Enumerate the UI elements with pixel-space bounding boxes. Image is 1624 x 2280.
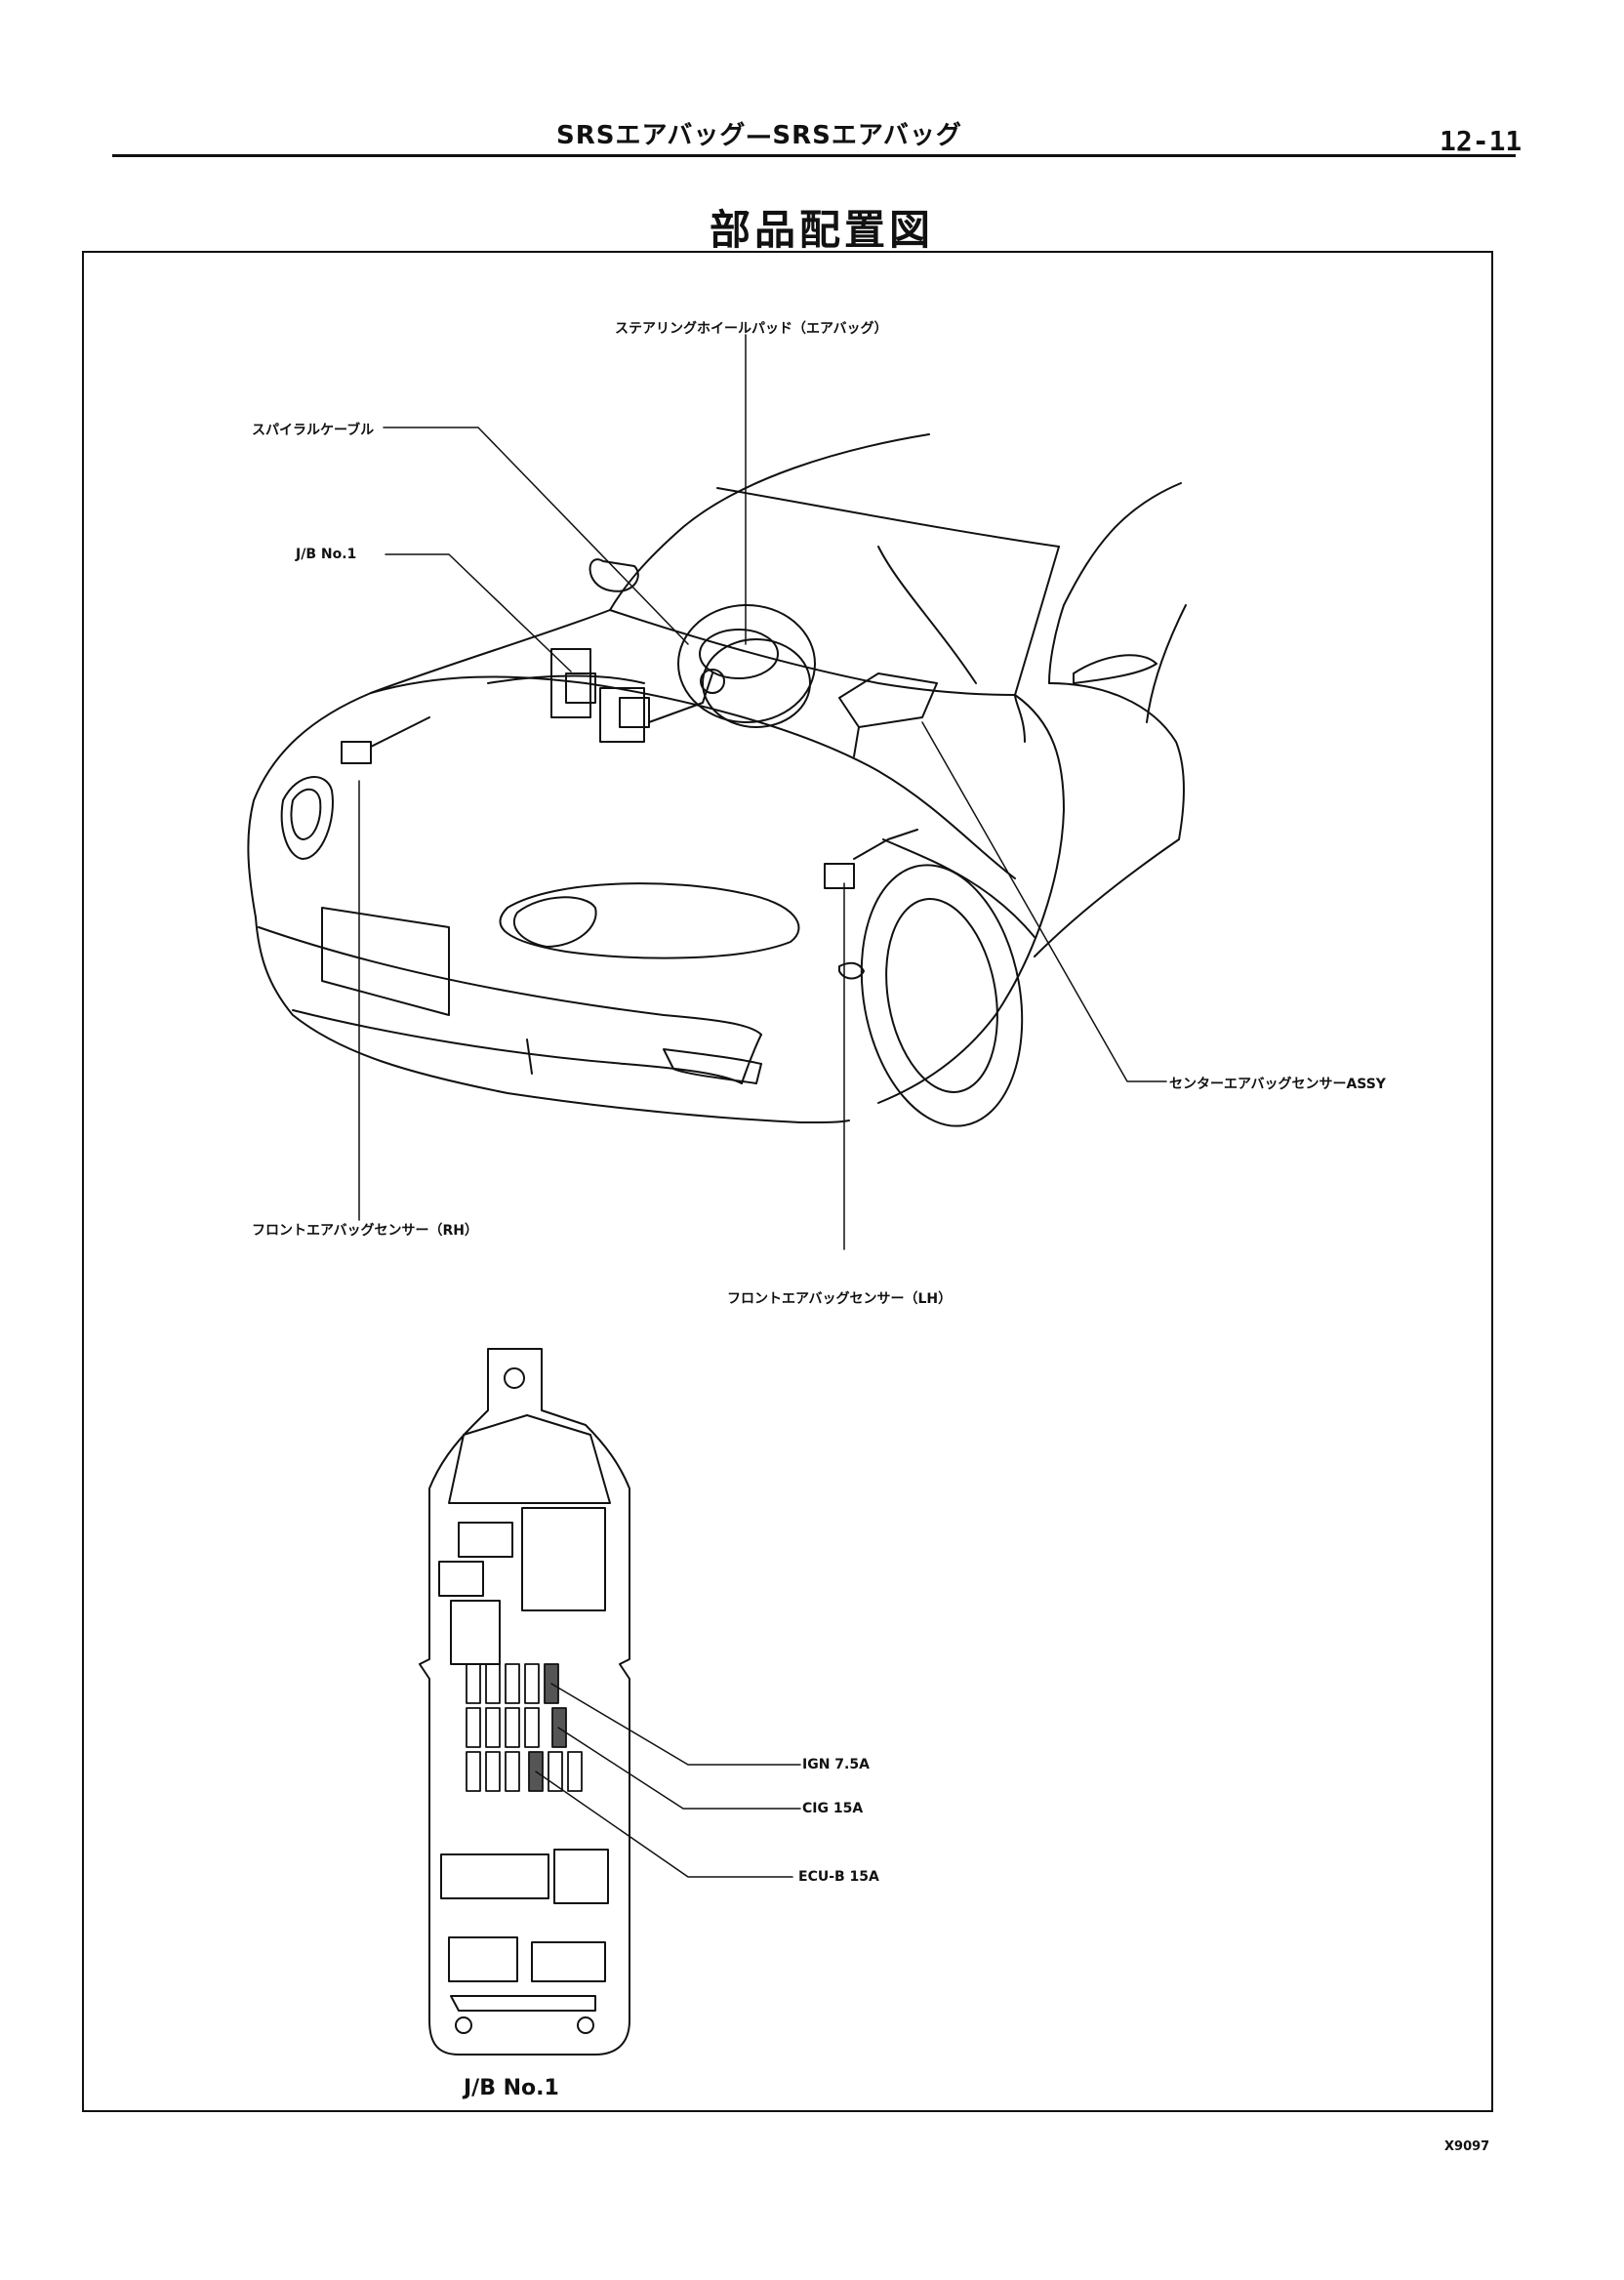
jb-assembly-illustration (550, 648, 713, 743)
callout-center-airbag-sensor: センターエアバッグセンサーASSY (1169, 1077, 1386, 1092)
diagram-frame (82, 251, 1493, 2112)
jb-no1-fuse-block (419, 1348, 630, 2056)
figure-code: X9097 (1444, 2139, 1490, 2154)
callout-fuse-ecu-b: ECU-B 15A (798, 1869, 879, 1885)
fuse-grid (466, 1663, 583, 1792)
front-sensor-lh-illustration (824, 829, 918, 889)
jb-caption: J/B No.1 (464, 2076, 559, 2100)
page-number: 12-11 (1440, 125, 1522, 157)
fuse-leader-lines (535, 1683, 801, 1878)
leader-lines (358, 334, 1167, 1250)
callout-fuse-ign: IGN 7.5A (802, 1757, 870, 1772)
callout-jb-no1: J/B No.1 (296, 547, 357, 562)
callout-fuse-cig: CIG 15A (802, 1801, 864, 1816)
front-sensor-rh-illustration (341, 716, 430, 764)
callout-spiral-cable: スパイラルケーブル (252, 423, 375, 438)
callout-front-sensor-rh: フロントエアバッグセンサー（RH） (252, 1223, 478, 1239)
diagram-title: 部品配置図 (710, 206, 935, 254)
callout-front-sensor-lh: フロントエアバッグセンサー（LH） (727, 1291, 953, 1307)
steering-wheel-illustration (677, 604, 816, 728)
center-sensor-illustration (838, 672, 938, 757)
header-title: SRSエアバッグ—SRSエアバッグ (556, 121, 962, 150)
callout-steering-wheel-pad: ステアリングホイールパッド（エアバッグ） (615, 321, 888, 337)
header-rule (112, 154, 1516, 157)
car-outline (247, 433, 1187, 1127)
